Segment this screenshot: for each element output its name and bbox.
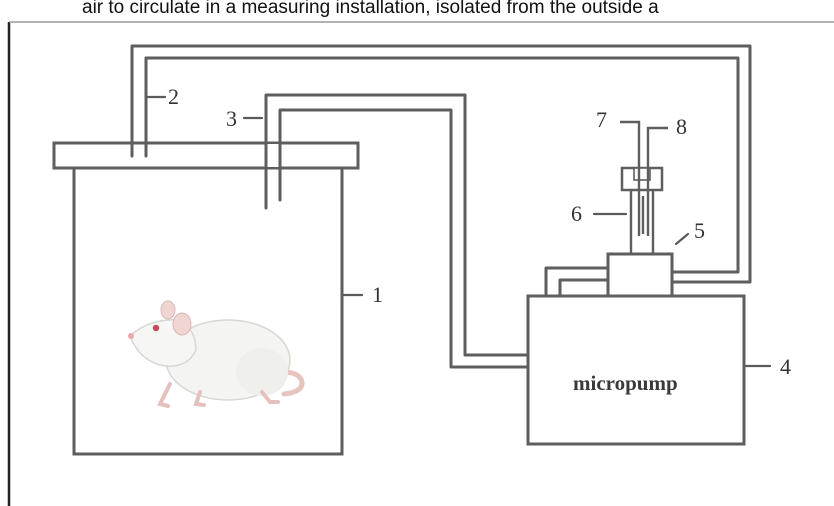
label-7: 7 bbox=[596, 107, 607, 132]
micropump-label: micropump bbox=[573, 371, 678, 395]
chamber-lid bbox=[54, 143, 358, 168]
sensor-tube-6 bbox=[620, 122, 668, 254]
label-3: 3 bbox=[226, 106, 237, 131]
label-2: 2 bbox=[168, 84, 179, 109]
caption-text: air to circulate in a measuring installa… bbox=[82, 0, 659, 18]
label-6: 6 bbox=[571, 201, 582, 226]
label-8: 8 bbox=[676, 114, 687, 139]
label-4: 4 bbox=[780, 354, 791, 379]
unit-5 bbox=[608, 254, 672, 296]
pump-connector-pipes bbox=[546, 268, 608, 296]
micropump-box bbox=[528, 296, 744, 444]
animal-chamber bbox=[74, 168, 342, 454]
label-5: 5 bbox=[694, 218, 705, 243]
label-1: 1 bbox=[372, 282, 383, 307]
